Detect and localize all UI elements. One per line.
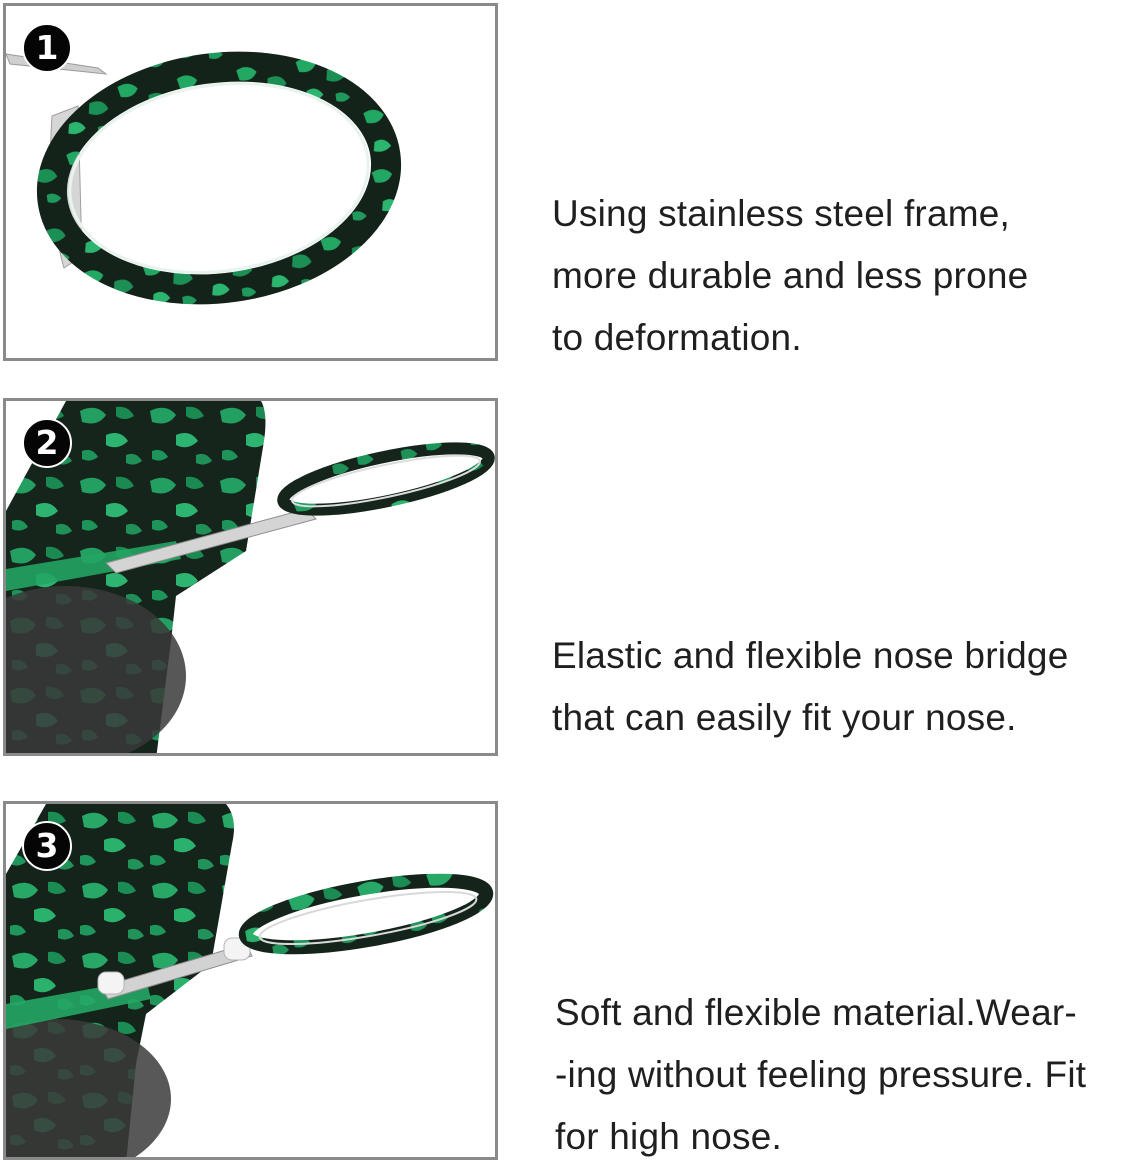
step-badge-1: 1	[22, 23, 72, 73]
step-badge-3: 3	[22, 821, 72, 871]
caption-line: Soft and flexible material.Wear-	[555, 992, 1077, 1033]
caption-line: to deformation.	[552, 317, 802, 358]
nose-bridge-illustration	[6, 401, 495, 753]
feature-caption-2: Elastic and flexible nose bridge that ca…	[552, 625, 1069, 749]
caption-line: more durable and less prone	[552, 255, 1029, 296]
feature-image-1: 1	[3, 3, 498, 361]
caption-line: that can easily fit your nose.	[552, 697, 1017, 738]
nose-pad-illustration	[6, 804, 494, 1157]
feature-image-2: 2	[3, 398, 498, 756]
feature-caption-1: Using stainless steel frame, more durabl…	[552, 183, 1028, 369]
caption-line: -ing without feeling pressure. Fit	[555, 1054, 1087, 1095]
ring-frame-illustration	[6, 51, 402, 305]
feature-image-3: 3	[3, 801, 498, 1160]
caption-line: for high nose.	[555, 1116, 783, 1157]
feature-caption-3: Soft and flexible material.Wear- -ing wi…	[555, 982, 1086, 1168]
caption-line: Using stainless steel frame,	[552, 193, 1011, 234]
caption-line: Elastic and flexible nose bridge	[552, 635, 1069, 676]
step-badge-2: 2	[22, 418, 72, 468]
